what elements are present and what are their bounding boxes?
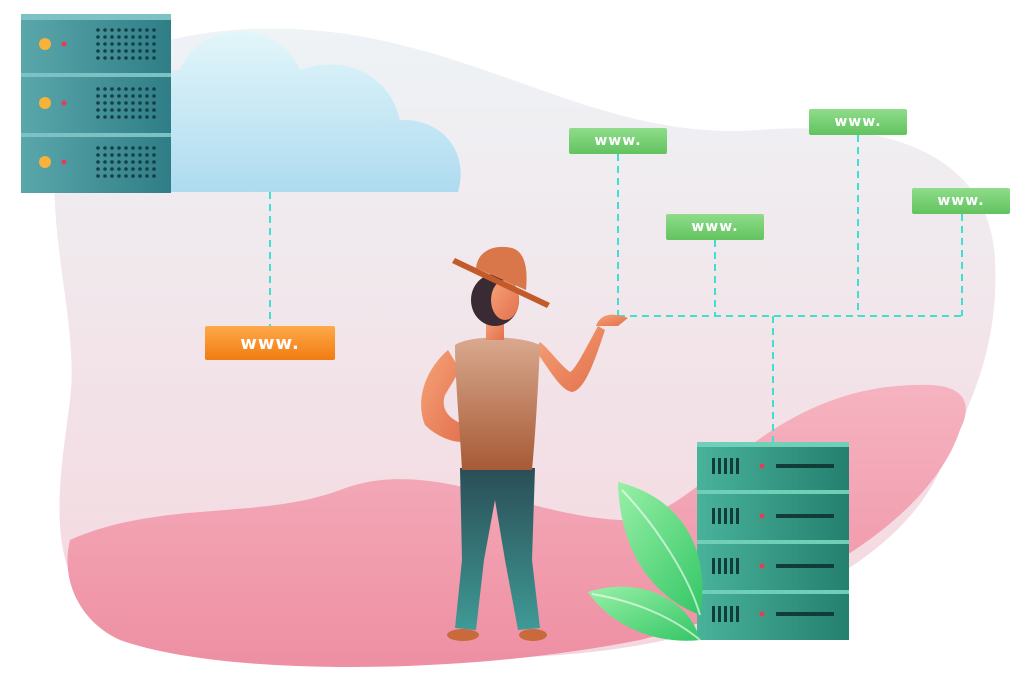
leaf-plant-icon [588,482,703,641]
hat-icon [452,246,550,308]
domain-label-orange: www. [205,326,335,360]
server-rack-icon [697,442,849,640]
connector-lines [269,135,963,442]
domain-label-green: www. [912,188,1010,214]
server-rack-icon [21,14,171,193]
person-icon [421,246,628,641]
domain-label-green: www. [569,128,667,154]
domain-label-green: www. [809,109,907,135]
cloud-icon [127,31,461,192]
domain-label-green: www. [666,214,764,240]
